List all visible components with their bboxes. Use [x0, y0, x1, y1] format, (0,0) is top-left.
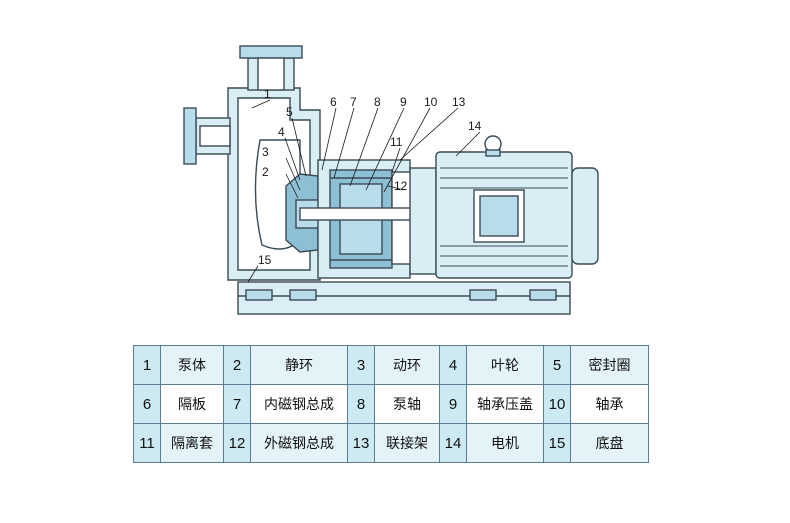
legend-part-name: 轴承: [570, 384, 649, 424]
legend-part-name: 泵体: [160, 345, 224, 385]
pump-drawing: 1 2 3 4 5 6 7 8 9 10 11 12 13 14 15: [183, 45, 599, 315]
legend-number: 15: [543, 423, 571, 463]
callout-5: 5: [286, 105, 293, 119]
legend-part-name: 轴承压盖: [466, 384, 544, 424]
legend-part-name: 静环: [250, 345, 348, 385]
callout-6: 6: [330, 95, 337, 109]
legend-number: 2: [223, 345, 251, 385]
legend-number: 8: [347, 384, 375, 424]
legend-row: 6 隔板 7 内磁钢总成 8 泵轴 9 轴承压盖 10 轴承: [133, 384, 649, 424]
legend-row: 11 隔离套 12 外磁钢总成 13 联接架 14 电机 15 底盘: [133, 423, 649, 463]
legend-number: 9: [439, 384, 467, 424]
legend-number: 12: [223, 423, 251, 463]
callout-4: 4: [278, 125, 285, 139]
parts-legend-table: 1 泵体 2 静环 3 动环 4 叶轮 5 密封圈 6 隔板 7 内磁钢总成 8…: [133, 345, 649, 463]
callout-3: 3: [262, 145, 269, 159]
legend-part-name: 电机: [466, 423, 544, 463]
callout-8: 8: [374, 95, 381, 109]
legend-number: 11: [133, 423, 161, 463]
legend-part-name: 动环: [374, 345, 440, 385]
callout-1: 1: [264, 87, 271, 101]
legend-part-name: 外磁钢总成: [250, 423, 348, 463]
callout-14: 14: [468, 119, 482, 133]
callout-11: 11: [390, 135, 403, 149]
legend-part-name: 隔离套: [160, 423, 224, 463]
base-plate: [237, 281, 571, 315]
callout-13: 13: [452, 95, 466, 109]
legend-part-name: 联接架: [374, 423, 440, 463]
legend-part-name: 内磁钢总成: [250, 384, 348, 424]
legend-part-name: 泵轴: [374, 384, 440, 424]
callouts: 1 2 3 4 5 6 7 8 9 10 11 12 13 14 15: [258, 87, 482, 267]
legend-number: 6: [133, 384, 161, 424]
legend-number: 5: [543, 345, 571, 385]
connecting-frame: [409, 167, 437, 275]
legend-number: 1: [133, 345, 161, 385]
legend-number: 3: [347, 345, 375, 385]
legend-number: 7: [223, 384, 251, 424]
legend-row: 1 泵体 2 静环 3 动环 4 叶轮 5 密封圈: [133, 345, 649, 385]
callout-10: 10: [424, 95, 438, 109]
callout-15: 15: [258, 253, 272, 267]
legend-number: 4: [439, 345, 467, 385]
legend-part-name: 隔板: [160, 384, 224, 424]
legend-part-name: 密封圈: [570, 345, 649, 385]
legend-part-name: 叶轮: [466, 345, 544, 385]
callout-7: 7: [350, 95, 357, 109]
legend-number: 10: [543, 384, 571, 424]
callout-2: 2: [262, 165, 269, 179]
callout-9: 9: [400, 95, 407, 109]
callout-12: 12: [394, 179, 408, 193]
legend-number: 14: [439, 423, 467, 463]
legend-number: 13: [347, 423, 375, 463]
legend-part-name: 底盘: [570, 423, 649, 463]
